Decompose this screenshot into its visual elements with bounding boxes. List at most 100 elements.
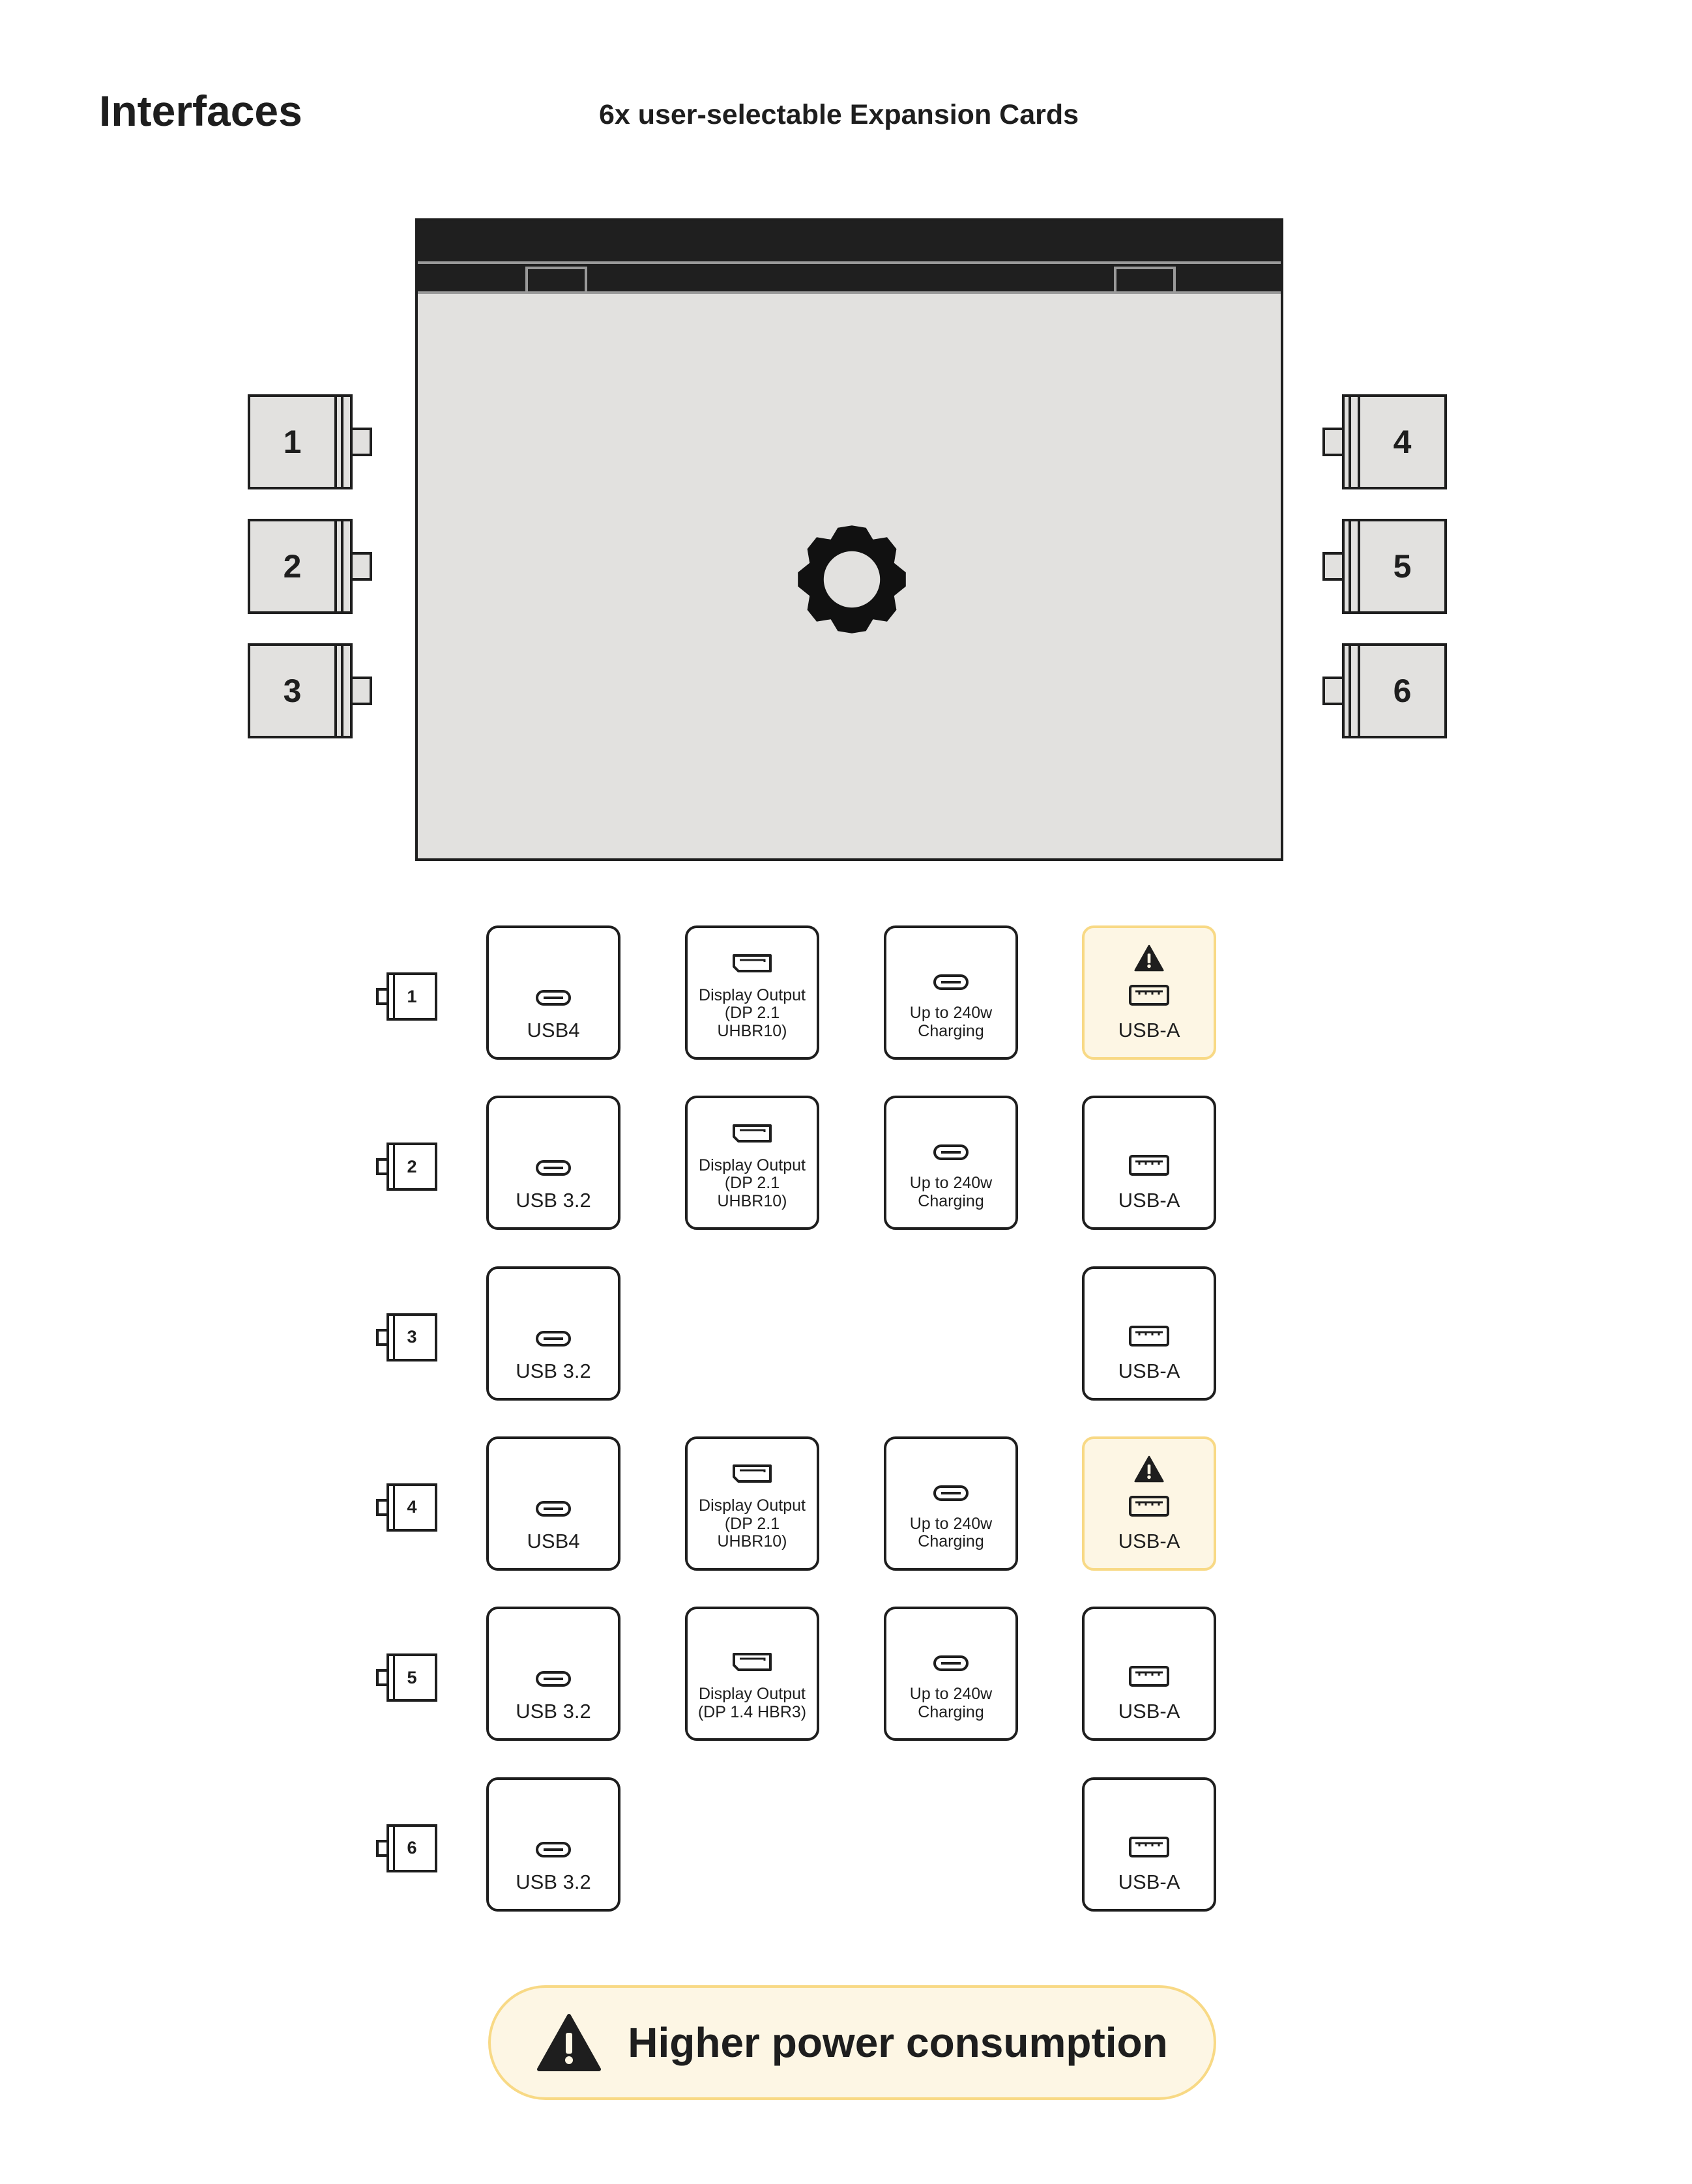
- usb-c-port-icon: [933, 1144, 969, 1164]
- card-label: USB-A: [1118, 1700, 1180, 1723]
- usb-c-port-icon: [535, 1500, 572, 1521]
- usb-c-port-icon: [535, 1330, 572, 1350]
- displayport-icon: [732, 1652, 772, 1675]
- row-bay-label-5: 5: [376, 1653, 437, 1702]
- usb-c-port-icon: [535, 989, 572, 1010]
- expansion-card-option[interactable]: USB-A: [1082, 1777, 1216, 1912]
- card-label: Display Output(DP 2.1 UHBR10): [699, 1156, 806, 1210]
- usb-a-port-icon: [1128, 1154, 1170, 1180]
- bay-card-edge: [334, 394, 353, 489]
- hinge-right: [1114, 267, 1176, 291]
- card-label: USB 3.2: [516, 1870, 591, 1893]
- expansion-card-option[interactable]: USB4: [486, 925, 620, 1060]
- usb-a-port-icon: [1128, 984, 1170, 1010]
- bay-number-2: 2: [248, 519, 337, 614]
- expansion-card-option[interactable]: USB-A: [1082, 1436, 1216, 1571]
- bay-number-1: 1: [248, 394, 337, 489]
- card-label: USB-A: [1118, 1870, 1180, 1893]
- card-label: USB4: [527, 1019, 580, 1041]
- bay-card-edge: [334, 643, 353, 738]
- expansion-card-option[interactable]: USB-A: [1082, 1096, 1216, 1230]
- row-bay-label-6: 6: [376, 1824, 437, 1872]
- bay-connector: [1322, 552, 1345, 581]
- laptop-hinge-bar: [418, 221, 1281, 294]
- bay-connector: [1322, 428, 1345, 456]
- displayport-icon: [732, 1464, 772, 1487]
- framework-gear-logo-icon: [798, 525, 906, 633]
- card-label: Display Output(DP 2.1 UHBR10): [699, 985, 806, 1040]
- expansion-card-option[interactable]: USB 3.2: [486, 1266, 620, 1401]
- bay-card-edge: [334, 519, 353, 614]
- row-bay-label-4: 4: [376, 1483, 437, 1532]
- bay-connector: [350, 552, 372, 581]
- row-bay-number: 6: [387, 1824, 437, 1872]
- usb-c-port-icon: [535, 1159, 572, 1180]
- expansion-bay-5: 5: [1322, 519, 1450, 614]
- expansion-card-option[interactable]: USB 3.2: [486, 1777, 620, 1912]
- card-label: USB-A: [1118, 1189, 1180, 1212]
- card-label: USB-A: [1118, 1019, 1180, 1041]
- expansion-card-option[interactable]: USB-A: [1082, 925, 1216, 1060]
- hinge-left: [525, 267, 587, 291]
- expansion-card-option[interactable]: USB4: [486, 1436, 620, 1571]
- expansion-bay-4: 4: [1322, 394, 1450, 489]
- card-label: Display Output(DP 1.4 HBR3): [697, 1685, 807, 1721]
- bay-number-6: 6: [1358, 643, 1447, 738]
- laptop-diagram: [415, 218, 1283, 861]
- bay-connector: [350, 428, 372, 456]
- warning-icon: [1134, 1455, 1164, 1486]
- expansion-card-option[interactable]: USB 3.2: [486, 1607, 620, 1741]
- usb-a-port-icon: [1128, 1665, 1170, 1691]
- expansion-bay-1: 1: [248, 394, 375, 489]
- warning-icon: [537, 2014, 602, 2071]
- usb-a-port-icon: [1128, 1325, 1170, 1350]
- card-label: Display Output(DP 2.1 UHBR10): [699, 1496, 806, 1551]
- row-bay-number: 3: [387, 1313, 437, 1361]
- page-title: Interfaces: [99, 87, 302, 135]
- row-bay-number: 1: [387, 972, 437, 1021]
- usb-c-port-icon: [535, 1670, 572, 1691]
- expansion-card-option[interactable]: USB-A: [1082, 1607, 1216, 1741]
- usb-a-port-icon: [1128, 1495, 1170, 1521]
- expansion-card-option[interactable]: USB 3.2: [486, 1096, 620, 1230]
- card-label: USB-A: [1118, 1359, 1180, 1382]
- displayport-icon: [732, 954, 772, 976]
- row-bay-label-2: 2: [376, 1143, 437, 1191]
- expansion-bay-3: 3: [248, 643, 375, 738]
- card-label: USB 3.2: [516, 1189, 591, 1212]
- expansion-bay-2: 2: [248, 519, 375, 614]
- legend-higher-power: Higher power consumption: [488, 1985, 1216, 2100]
- usb-a-port-icon: [1128, 1836, 1170, 1861]
- usb-c-port-icon: [933, 1655, 969, 1675]
- row-bay-label-3: 3: [376, 1313, 437, 1361]
- warning-icon: [1134, 944, 1164, 975]
- bay-card-edge: [1342, 519, 1360, 614]
- usb-c-port-icon: [535, 1841, 572, 1861]
- card-label: USB 3.2: [516, 1359, 591, 1382]
- bay-number-5: 5: [1358, 519, 1447, 614]
- bay-number-4: 4: [1358, 394, 1447, 489]
- expansion-card-option[interactable]: USB-A: [1082, 1266, 1216, 1401]
- row-bay-label-1: 1: [376, 972, 437, 1021]
- usb-c-port-icon: [933, 974, 969, 994]
- expansion-bay-6: 6: [1322, 643, 1450, 738]
- legend-label: Higher power consumption: [628, 2019, 1168, 2066]
- bay-number-3: 3: [248, 643, 337, 738]
- card-label: USB-A: [1118, 1529, 1180, 1552]
- page-subtitle: 6x user-selectable Expansion Cards: [598, 99, 1079, 130]
- expansion-card-option[interactable]: Display Output(DP 2.1 UHBR10): [685, 1436, 819, 1571]
- displayport-icon: [732, 1124, 772, 1146]
- card-label: USB4: [527, 1529, 580, 1552]
- expansion-card-option[interactable]: Display Output(DP 2.1 UHBR10): [685, 1096, 819, 1230]
- expansion-card-option[interactable]: Display Output(DP 1.4 HBR3): [685, 1607, 819, 1741]
- expansion-card-option[interactable]: Display Output(DP 2.1 UHBR10): [685, 925, 819, 1060]
- card-label: USB 3.2: [516, 1700, 591, 1723]
